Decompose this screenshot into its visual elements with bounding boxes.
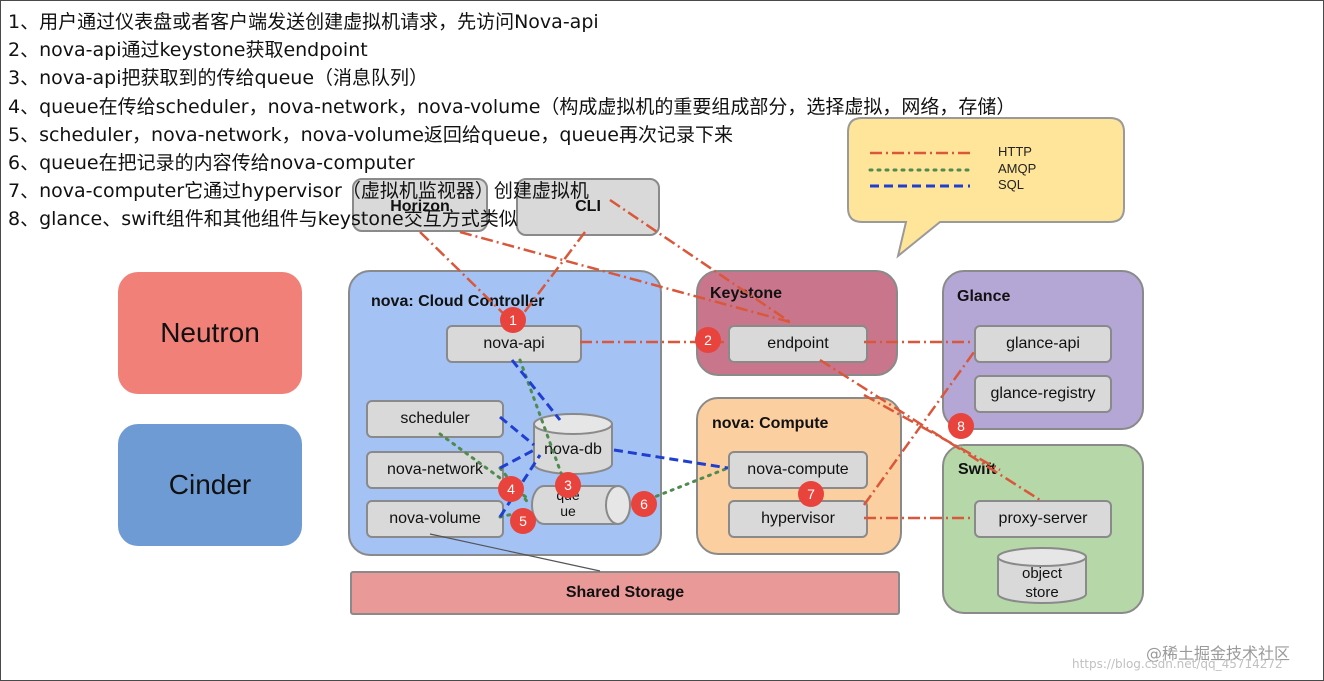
step-badge-6: 6 xyxy=(631,491,657,517)
step-3: 3、nova-api把获取到的传给queue（消息队列） xyxy=(8,67,429,90)
queue-label-line2: ue xyxy=(560,503,576,519)
step-8: 8、glance、swift组件和其他组件与keystone交互方式类似 xyxy=(8,208,518,231)
step-4: 4、queue在传给scheduler，nova-network，nova-vo… xyxy=(8,95,1016,118)
keystone-title: Keystone xyxy=(710,285,783,302)
endpoint-label: endpoint xyxy=(767,335,829,352)
legend-amqp-label: AMQP xyxy=(998,161,1037,176)
horizon-client: Horizon xyxy=(352,178,488,232)
nova-network-label: nova-network xyxy=(386,461,484,478)
nova-compute-title: nova: Compute xyxy=(712,415,829,432)
step-6: 6、queue在把记录的内容传给nova-computer xyxy=(8,152,415,175)
proxy-server-label: proxy-server xyxy=(998,510,1088,527)
glance-api-label: glance-api xyxy=(1006,335,1080,352)
cli-label: CLI xyxy=(575,198,601,215)
glance-api-component: glance-api xyxy=(974,325,1112,363)
nova-volume-component: nova-volume xyxy=(366,500,504,538)
neutron-label: Neutron xyxy=(160,317,260,348)
watermark-brand: @稀土掘金技术社区 xyxy=(1146,644,1291,663)
legend-http-label: HTTP xyxy=(998,144,1032,159)
step-badge-1: 1 xyxy=(500,307,526,333)
glance-title: Glance xyxy=(957,288,1011,305)
nova-compute-component: nova-compute xyxy=(728,451,868,489)
nova-db-label: nova-db xyxy=(544,441,602,458)
object-store-label-line1: object xyxy=(1021,565,1063,582)
glance-registry-label: glance-registry xyxy=(990,385,1096,402)
nova-api-label: nova-api xyxy=(483,335,545,352)
step-7: 7、nova-computer它通过hypervisor（虚拟机监视器）创建虚拟… xyxy=(8,180,589,203)
step-1: 1、用户通过仪表盘或者客户端发送创建虚拟机请求，先访问Nova-api xyxy=(8,11,599,33)
endpoint-component: endpoint xyxy=(728,325,868,363)
shared-storage-bar: Shared Storage xyxy=(350,571,900,615)
legend-sql-label: SQL xyxy=(998,177,1025,192)
cinder-label: Cinder xyxy=(168,469,252,500)
scheduler-component: scheduler xyxy=(366,400,504,438)
step-badge-7: 7 xyxy=(798,481,824,507)
queue-cylinder xyxy=(531,485,631,525)
proxy-server-component: proxy-server xyxy=(974,500,1112,538)
object-store-label: object store xyxy=(996,564,1088,602)
nova-network-component: nova-network xyxy=(366,451,504,489)
shared-storage-label: Shared Storage xyxy=(565,584,685,601)
nova-compute-label: nova-compute xyxy=(747,461,849,478)
step-badge-8: 8 xyxy=(948,413,974,439)
legend-bubble xyxy=(847,117,1125,259)
step-list: 1、用户通过仪表盘或者客户端发送创建虚拟机请求，先访问Nova-api 2、no… xyxy=(8,8,1015,234)
step-badge-5: 5 xyxy=(510,508,536,534)
step-2: 2、nova-api通过keystone获取endpoint xyxy=(8,39,368,62)
cinder-box: Cinder xyxy=(118,424,302,546)
hypervisor-component: hypervisor xyxy=(728,500,868,538)
hypervisor-label: hypervisor xyxy=(761,510,835,527)
neutron-box: Neutron xyxy=(118,272,302,394)
step-badge-2: 2 xyxy=(695,327,721,353)
object-store-label-line2: store xyxy=(1025,584,1059,601)
step-badge-4: 4 xyxy=(498,476,524,502)
glance-registry-component: glance-registry xyxy=(974,375,1112,413)
nova-volume-label: nova-volume xyxy=(389,510,481,527)
swift-title: Swift xyxy=(958,461,997,478)
horizon-label: Horizon xyxy=(390,198,450,215)
step-5: 5、scheduler，nova-network，nova-volume返回给q… xyxy=(8,123,733,146)
watermark-url: https://blog.csdn.net/qq_45714272 xyxy=(1072,657,1283,671)
scheduler-label: scheduler xyxy=(400,410,470,427)
object-store-cylinder xyxy=(997,547,1087,604)
step-badge-3: 3 xyxy=(555,472,581,498)
